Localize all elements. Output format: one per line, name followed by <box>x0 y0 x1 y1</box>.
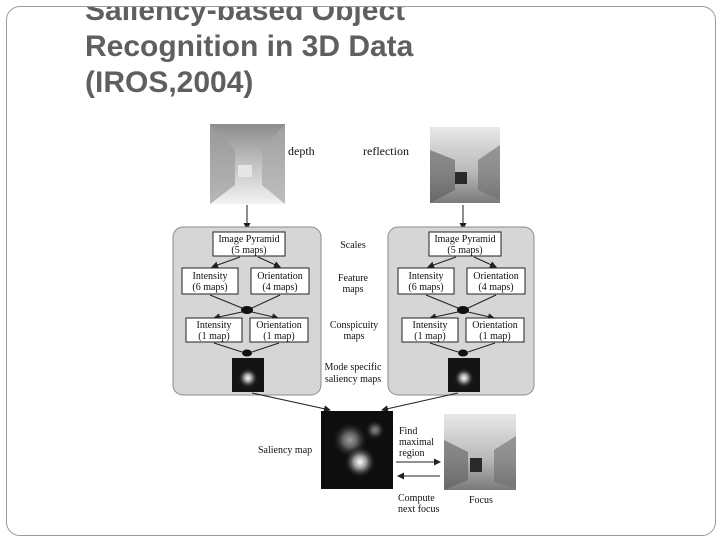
saliency-map-image <box>321 411 393 489</box>
left-orientation-conspicuity-line2: (1 map) <box>263 331 294 342</box>
saliency-map-label: Saliency map <box>258 445 312 456</box>
right-intensity-conspicuity-box <box>401 317 459 343</box>
left-intensity-conspicuity-line1: Intensity <box>197 320 232 331</box>
find-maximal-label-3: region <box>399 448 425 459</box>
right-intensity-feature-line1: Intensity <box>409 271 444 282</box>
compute-next-label-2: next focus <box>398 504 439 515</box>
right-pyramid-line2: (5 maps) <box>447 245 482 256</box>
left-orientation-conspicuity-box <box>249 317 309 343</box>
right-orientation-feature-line2: (4 maps) <box>478 282 513 293</box>
left-mode-saliency-map <box>232 358 264 392</box>
left-to-saliency-arrow <box>251 392 331 413</box>
left-intensity-feature-line2: (6 maps) <box>192 282 227 293</box>
left-orientation-feature-line1: Orientation <box>257 271 303 282</box>
title-line-3: (IROS,2004) <box>85 66 254 99</box>
reflection-image <box>430 127 500 203</box>
right-pyramid-line1: Image Pyramid <box>434 234 495 245</box>
title-line-1: Saliency-based Object <box>85 6 406 27</box>
right-intensity-conspicuity-line2: (1 map) <box>414 331 445 342</box>
left-pyramid-line2: (5 maps) <box>231 245 266 256</box>
right-orientation-feature-box <box>466 267 526 295</box>
right-intensity-feature-line2: (6 maps) <box>408 282 443 293</box>
depth-label: depth <box>288 144 315 158</box>
left-orientation-feature-box <box>250 267 310 295</box>
right-orientation-feature-line1: Orientation <box>473 271 519 282</box>
depth-image <box>210 124 285 204</box>
right-orientation-conspicuity-box <box>465 317 525 343</box>
mode-specific-label-1: Mode specific <box>325 362 382 373</box>
right-pyramid-box <box>428 231 502 257</box>
conspicuity-maps-label-1: Conspicuity <box>330 320 378 331</box>
title-line-2: Recognition in 3D Data <box>85 30 414 63</box>
feature-maps-label-2: maps <box>342 284 363 295</box>
conspicuity-maps-label-2: maps <box>343 331 364 342</box>
left-intensity-conspicuity-box <box>185 317 243 343</box>
feature-maps-label-1: Feature <box>338 273 369 284</box>
find-maximal-label-2: maximal <box>399 437 434 448</box>
left-orientation-feature-line2: (4 maps) <box>262 282 297 293</box>
compute-next-label-1: Compute <box>398 493 435 504</box>
right-orientation-conspicuity-line2: (1 map) <box>479 331 510 342</box>
right-mode-saliency-map <box>448 358 480 392</box>
left-intensity-feature-box <box>181 267 239 295</box>
find-maximal-label-1: Find <box>399 426 417 437</box>
focus-label: Focus <box>469 495 493 506</box>
right-orientation-conspicuity-line1: Orientation <box>472 320 518 331</box>
focus-image <box>444 414 516 490</box>
slide-title: Saliency-based Object Recognition in 3D … <box>85 6 685 101</box>
scales-label: Scales <box>340 240 366 251</box>
right-intensity-conspicuity-line1: Intensity <box>413 320 448 331</box>
right-to-saliency-arrow <box>381 392 459 413</box>
reflection-label: reflection <box>363 144 409 158</box>
left-intensity-conspicuity-line2: (1 map) <box>198 331 229 342</box>
left-orientation-conspicuity-line1: Orientation <box>256 320 302 331</box>
left-intensity-feature-line1: Intensity <box>193 271 228 282</box>
right-intensity-feature-box <box>397 267 455 295</box>
right-processing-panel: Image Pyramid (5 maps) Intensity (6 maps… <box>387 226 535 396</box>
left-processing-panel: Image Pyramid (5 maps) Intensity (6 maps… <box>172 226 322 396</box>
left-pyramid-box <box>212 231 286 257</box>
mode-specific-label-2: saliency maps <box>325 374 381 385</box>
left-pyramid-line1: Image Pyramid <box>218 234 279 245</box>
